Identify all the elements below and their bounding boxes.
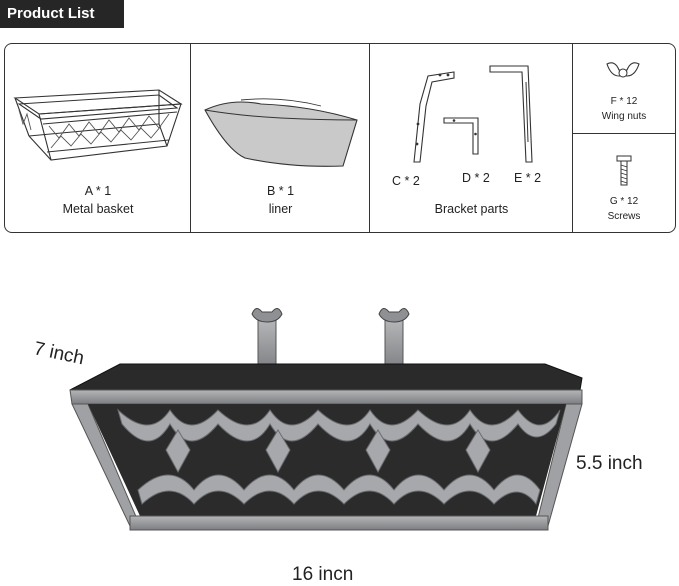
part-g-name: Screws xyxy=(607,211,641,222)
liner-drawing xyxy=(204,98,358,167)
hardware-cell: F * 12 Wing nuts G * 12 Screws xyxy=(573,44,675,232)
part-a-qty: A * 1 xyxy=(84,184,112,198)
part-g-qty: G * 12 xyxy=(609,196,639,207)
hardware-divider xyxy=(573,133,675,134)
planter-illustration xyxy=(69,308,583,531)
part-b-name: liner xyxy=(268,202,293,216)
parts-list-panel: A * 1 Metal basket B * 1 liner C * 2 D *… xyxy=(4,43,676,233)
metal-basket-drawing xyxy=(13,89,183,161)
part-b-qty: B * 1 xyxy=(266,184,295,198)
bracket-parts-cell: C * 2 D * 2 E * 2 Bracket parts xyxy=(370,44,573,232)
part-f-qty: F * 12 xyxy=(610,96,638,107)
part-a-cell: A * 1 Metal basket xyxy=(5,44,191,232)
screw-icon xyxy=(616,155,632,186)
part-f-name: Wing nuts xyxy=(601,111,647,122)
part-b-cell: B * 1 liner xyxy=(191,44,370,232)
wing-nut-icon xyxy=(606,62,640,78)
part-c-qty: C * 2 xyxy=(392,174,420,188)
part-a-name: Metal basket xyxy=(62,202,134,216)
part-d-qty: D * 2 xyxy=(462,171,490,185)
bracket-d-drawing xyxy=(443,117,479,155)
product-list-header: Product List xyxy=(0,0,124,28)
length-dimension-label: 16 incn xyxy=(292,564,354,585)
height-dimension-label: 5.5 inch xyxy=(576,453,643,474)
part-e-qty: E * 2 xyxy=(514,171,542,185)
bracket-c-drawing xyxy=(413,71,455,163)
bracket-parts-label: Bracket parts xyxy=(434,202,509,216)
bracket-e-drawing xyxy=(489,65,533,163)
hook-brackets xyxy=(251,308,410,373)
